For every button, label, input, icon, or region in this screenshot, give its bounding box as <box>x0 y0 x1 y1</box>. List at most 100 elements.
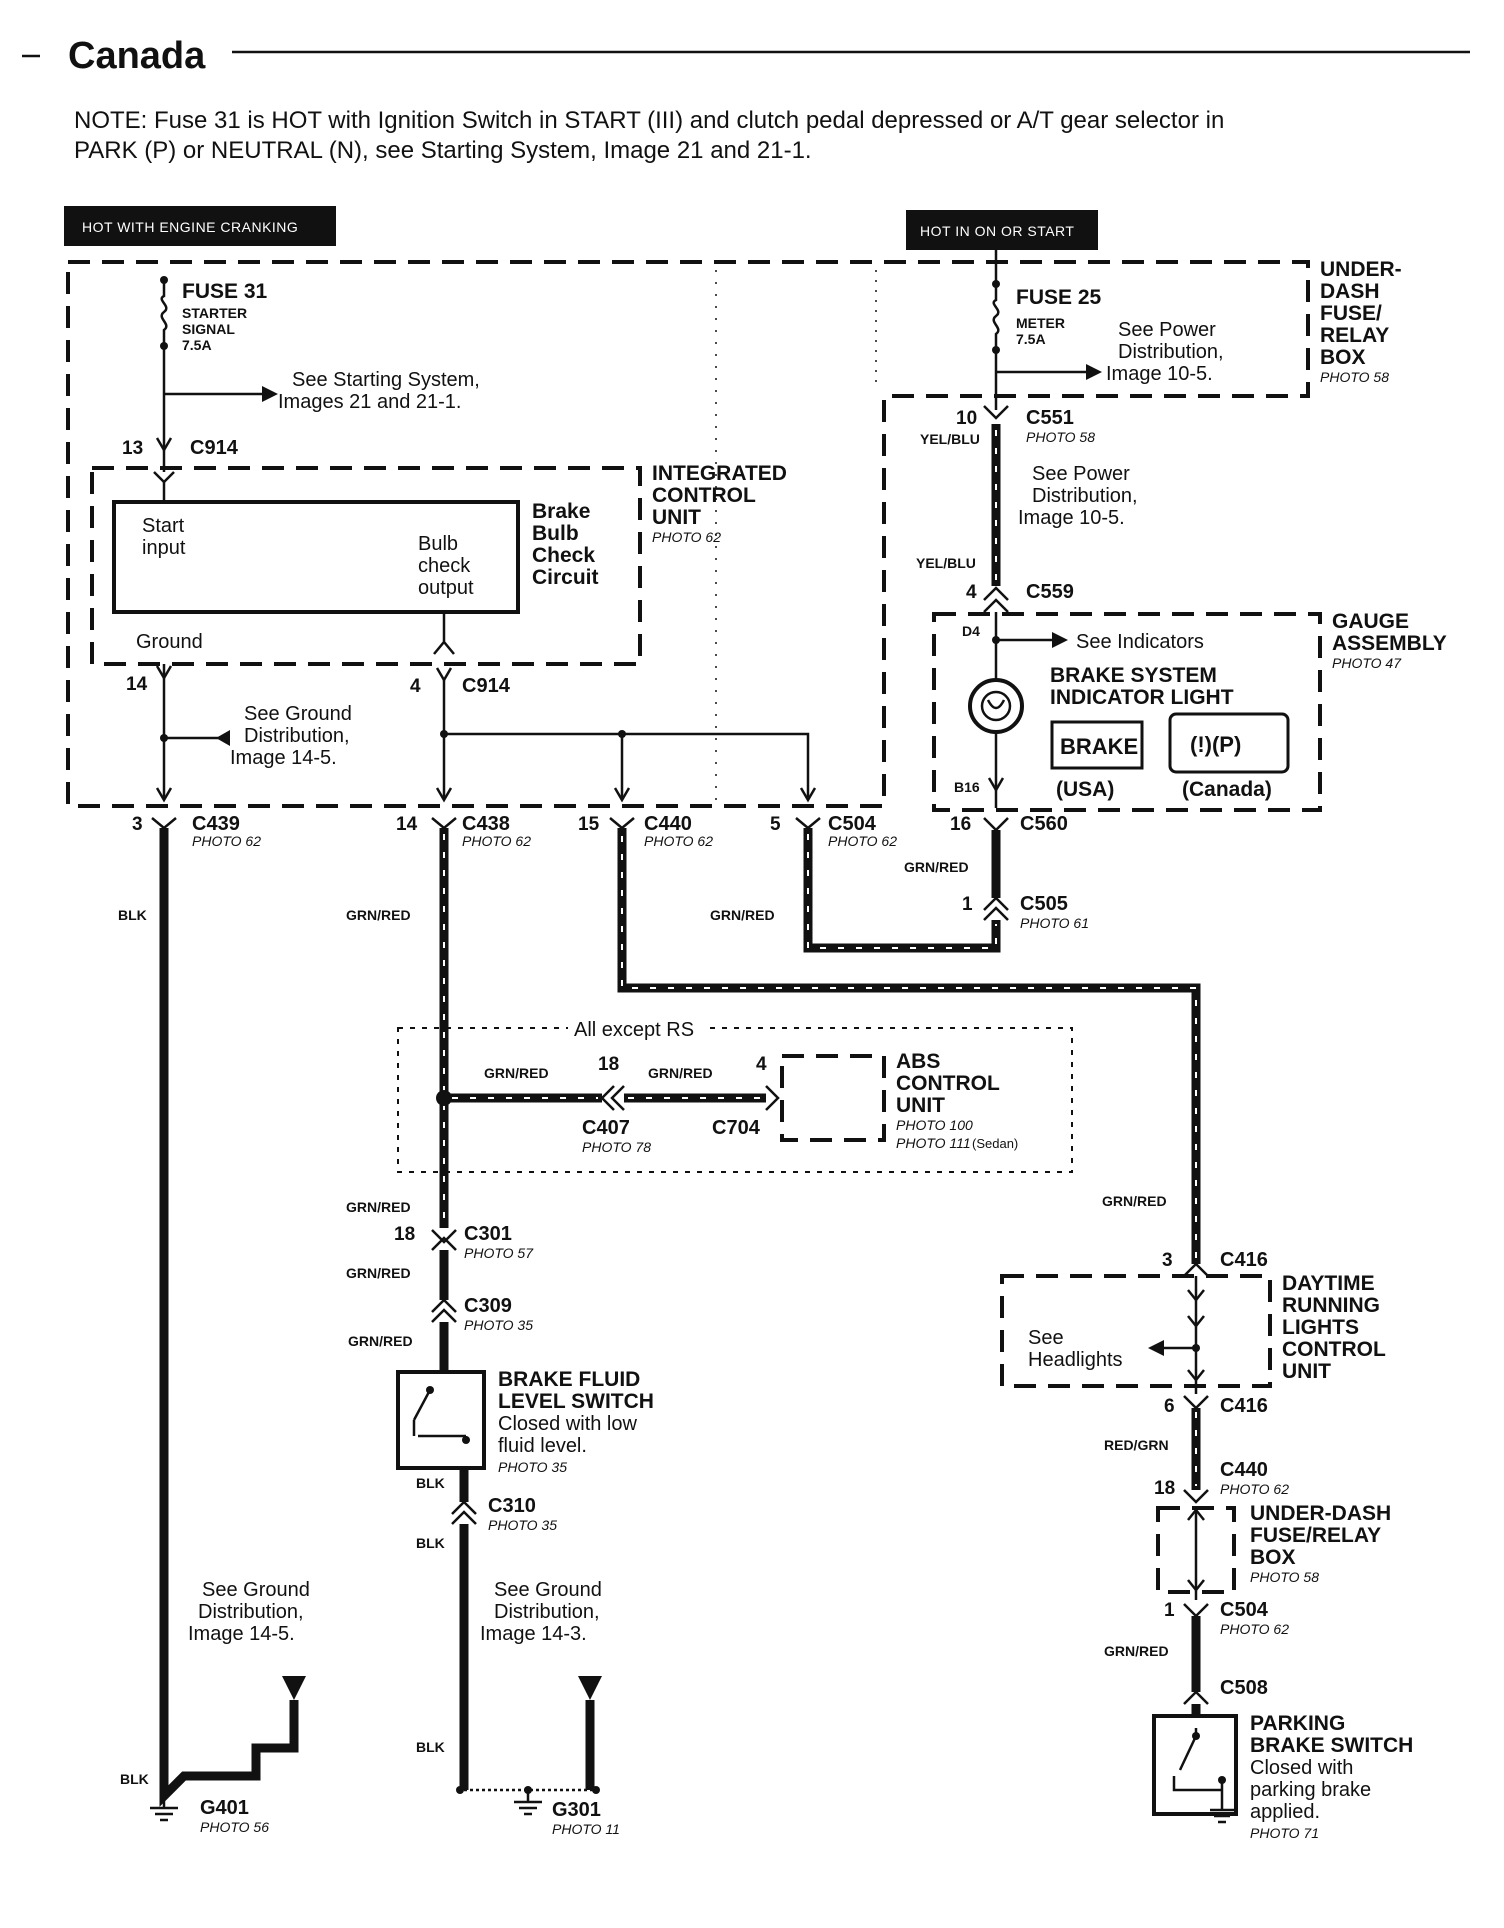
grn-red-label-gauge: GRN/RED <box>904 859 969 875</box>
icu-start-input-2: input <box>142 537 186 559</box>
power-dist-ref-1: See Power <box>1032 463 1130 485</box>
fuse-31-ref-2: Images 21 and 21-1. <box>278 391 461 413</box>
gauge-name-1: GAUGE <box>1332 610 1409 633</box>
abs-control-unit-box <box>780 1054 886 1142</box>
bulb-check-bus-wire <box>442 680 810 800</box>
power-dist-ref-3: Image 10-5. <box>1018 507 1125 529</box>
c440-bot-name: C440 <box>1220 1459 1268 1481</box>
g401-ref-3: Image 14-5. <box>188 1623 295 1645</box>
c914-bot-arrow-icon <box>435 667 453 683</box>
icu-ground-ref-arrow-icon <box>216 730 230 746</box>
c914-top-pin: 13 <box>122 438 143 459</box>
g301-photo: PHOTO 11 <box>552 1821 620 1837</box>
red-grn-label: RED/GRN <box>1104 1437 1169 1453</box>
drl-unit-outline <box>1000 1274 1272 1388</box>
c504-bot-connector-icon <box>1183 1603 1209 1618</box>
brake-fluid-desc-1: Closed with low <box>498 1413 638 1435</box>
brake-fluid-switch-contact-2 <box>462 1436 470 1444</box>
udfb2-name-3: BOX <box>1250 1546 1296 1569</box>
udfb2-photo: PHOTO 58 <box>1250 1569 1319 1585</box>
drl-name-1: DAYTIME <box>1282 1272 1375 1295</box>
c301-pin: 18 <box>394 1224 415 1245</box>
c301-connector-icon <box>431 1229 457 1251</box>
fuse-box-name-3: FUSE/ <box>1320 302 1382 325</box>
grn-red-label-c504: GRN/RED <box>710 907 775 923</box>
c504-bot-name: C504 <box>1220 1599 1269 1621</box>
under-dash-fuse-box-outline <box>66 260 1310 808</box>
c407-photo: PHOTO 78 <box>582 1139 651 1155</box>
fuse-box-name-2: DASH <box>1320 280 1380 303</box>
c309-name: C309 <box>464 1295 512 1317</box>
c914-top-arrow-icon <box>155 437 173 453</box>
c504-bot-photo: PHOTO 62 <box>1220 1621 1289 1637</box>
icu-ground-ref-3: Image 14-5. <box>230 747 337 769</box>
c407-pin: 18 <box>598 1054 619 1075</box>
drl-name-3: LIGHTS <box>1282 1316 1359 1339</box>
c438-photo: PHOTO 62 <box>462 833 531 849</box>
blk-label-c310: BLK <box>416 1535 445 1551</box>
icu-circuit-4: Circuit <box>532 566 599 589</box>
c439-photo: PHOTO 62 <box>192 833 261 849</box>
icu-ground-node <box>160 734 168 742</box>
canada-brake-badge-text: (!)(P) <box>1190 732 1241 757</box>
abs-name-2: CONTROL <box>896 1072 1000 1095</box>
abs-photo-2-note: (Sedan) <box>972 1136 1018 1151</box>
abs-photo-2: PHOTO 111 <box>896 1135 971 1151</box>
c914-top-name: C914 <box>190 437 239 459</box>
c439-name: C439 <box>192 813 240 835</box>
c440-top-connector-icon <box>609 817 635 830</box>
gauge-photo: PHOTO 47 <box>1332 655 1402 671</box>
bulb-check-node-2 <box>618 730 626 738</box>
g301-node-right <box>592 1786 600 1794</box>
brake-fluid-name-1: BRAKE FLUID <box>498 1368 640 1391</box>
c407-connector-icon <box>600 1085 625 1111</box>
grn-red-label-c301-b: GRN/RED <box>346 1265 411 1281</box>
on-or-start-badge <box>906 210 1098 250</box>
icu-ground-ref-2: Distribution, <box>244 725 350 747</box>
c416-top-pin: 3 <box>1162 1250 1173 1271</box>
c440-bot-connector-icon <box>1183 1489 1209 1504</box>
icu-outline <box>90 466 642 666</box>
c438-connector-icon <box>431 817 457 830</box>
icu-ground-branch-wire <box>162 664 230 800</box>
c551-pin: 10 <box>956 408 977 429</box>
c440-bot-photo: PHOTO 62 <box>1220 1481 1289 1497</box>
c914-bot-pin: 4 <box>410 676 421 697</box>
brake-indicator-filament-icon <box>986 699 1006 710</box>
c439-arrow-icon <box>155 787 173 803</box>
drl-name-2: RUNNING <box>1282 1294 1380 1317</box>
gauge-d4-pin: D4 <box>962 623 980 639</box>
c504-bot-pin: 1 <box>1164 1600 1175 1621</box>
g301-node-left <box>456 1786 464 1794</box>
fuse-31-icon <box>160 280 168 346</box>
icu-ground-label: Ground <box>136 631 203 653</box>
icu-bulb-output-connector-icon <box>433 612 455 655</box>
fuse-25-ref-arrow-icon <box>1086 364 1102 380</box>
parking-switch-contact-2 <box>1218 1776 1226 1784</box>
brake-indicator-bulb-inner-icon <box>980 690 1012 722</box>
c301-photo: PHOTO 57 <box>464 1245 534 1261</box>
c559-name: C559 <box>1026 581 1074 603</box>
g301-ref-3: Image 14-3. <box>480 1623 587 1645</box>
abs-name-3: UNIT <box>896 1094 945 1117</box>
brake-fluid-photo: PHOTO 35 <box>498 1459 567 1475</box>
c440-top-photo: PHOTO 62 <box>644 833 713 849</box>
gauge-light-1: BRAKE SYSTEM <box>1050 664 1217 687</box>
c560-pin: 16 <box>950 814 971 835</box>
grn-red-label-c438: GRN/RED <box>346 907 411 923</box>
drl-arrow-3-icon <box>1187 1369 1205 1383</box>
g301-ref-2: Distribution, <box>494 1601 600 1623</box>
fuse-25-ref-2: Distribution, <box>1118 341 1224 363</box>
grn-red-label-c301-a: GRN/RED <box>346 1199 411 1215</box>
fuse-25-ref-3: Image 10-5. <box>1106 363 1213 385</box>
usa-brake-badge-icon <box>1050 720 1144 770</box>
fuse-31-ref-1: See Starting System, <box>292 369 480 391</box>
icu-photo: PHOTO 62 <box>652 529 721 545</box>
c439-pin: 3 <box>132 814 143 835</box>
g401-ref-1: See Ground <box>202 1579 310 1601</box>
gauge-see-indicators: See Indicators <box>1076 631 1204 653</box>
c914-top-connector-icon <box>153 471 175 484</box>
c504-top-connector-icon <box>795 817 821 830</box>
brake-fluid-switch-contact-1 <box>426 1386 434 1394</box>
c440-top-arrow-icon <box>613 787 631 803</box>
